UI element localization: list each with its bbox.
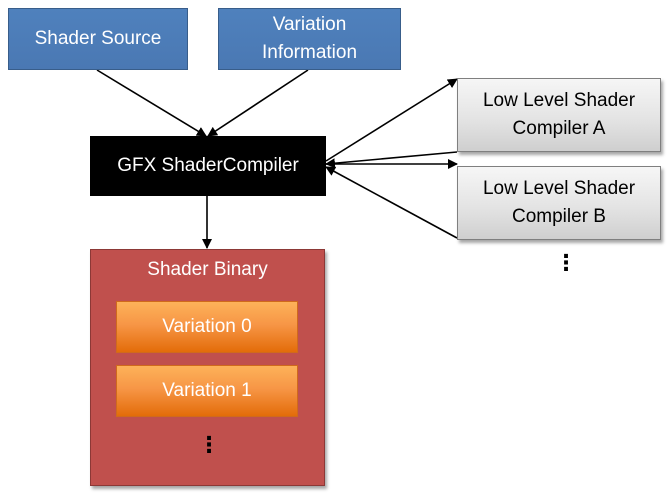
variation-0-box: Variation 0: [116, 301, 298, 353]
low-level-compilers-ellipsis: ⋮: [555, 250, 577, 275]
low-level-compiler-b-label: Low Level Shader Compiler B: [482, 178, 636, 227]
shader-binary-title: Shader Binary: [147, 259, 268, 280]
gfx-shader-compiler-label: GFX ShaderCompiler: [117, 155, 299, 176]
shader-binary-container: Shader Binary Variation 0 Variation 1 ⋮: [90, 249, 325, 486]
shader-source-box: Shader Source: [8, 8, 188, 70]
variation-information-label: Variation Information: [261, 14, 358, 63]
variations-ellipsis: ⋮: [198, 432, 220, 457]
arrow-variation-to-compiler: [207, 69, 309, 137]
low-level-compiler-a-box: Low Level Shader Compiler A: [457, 78, 661, 152]
arrow-low-level-b-to-compiler: [325, 166, 458, 239]
arrow-compiler-to-low-level-a: [325, 78, 458, 162]
low-level-compiler-a-label: Low Level Shader Compiler A: [482, 90, 636, 139]
variation-information-box: Variation Information: [218, 8, 401, 70]
arrow-source-to-compiler: [96, 69, 207, 137]
variation-1-box: Variation 1: [116, 365, 298, 417]
gfx-shader-compiler-box: GFX ShaderCompiler: [90, 136, 326, 196]
arrow-low-level-a-to-compiler: [325, 151, 458, 169]
variation-1-label: Variation 1: [162, 380, 252, 401]
variation-0-label: Variation 0: [162, 316, 252, 337]
low-level-compiler-b-box: Low Level Shader Compiler B: [457, 166, 661, 240]
shader-source-label: Shader Source: [34, 28, 162, 49]
